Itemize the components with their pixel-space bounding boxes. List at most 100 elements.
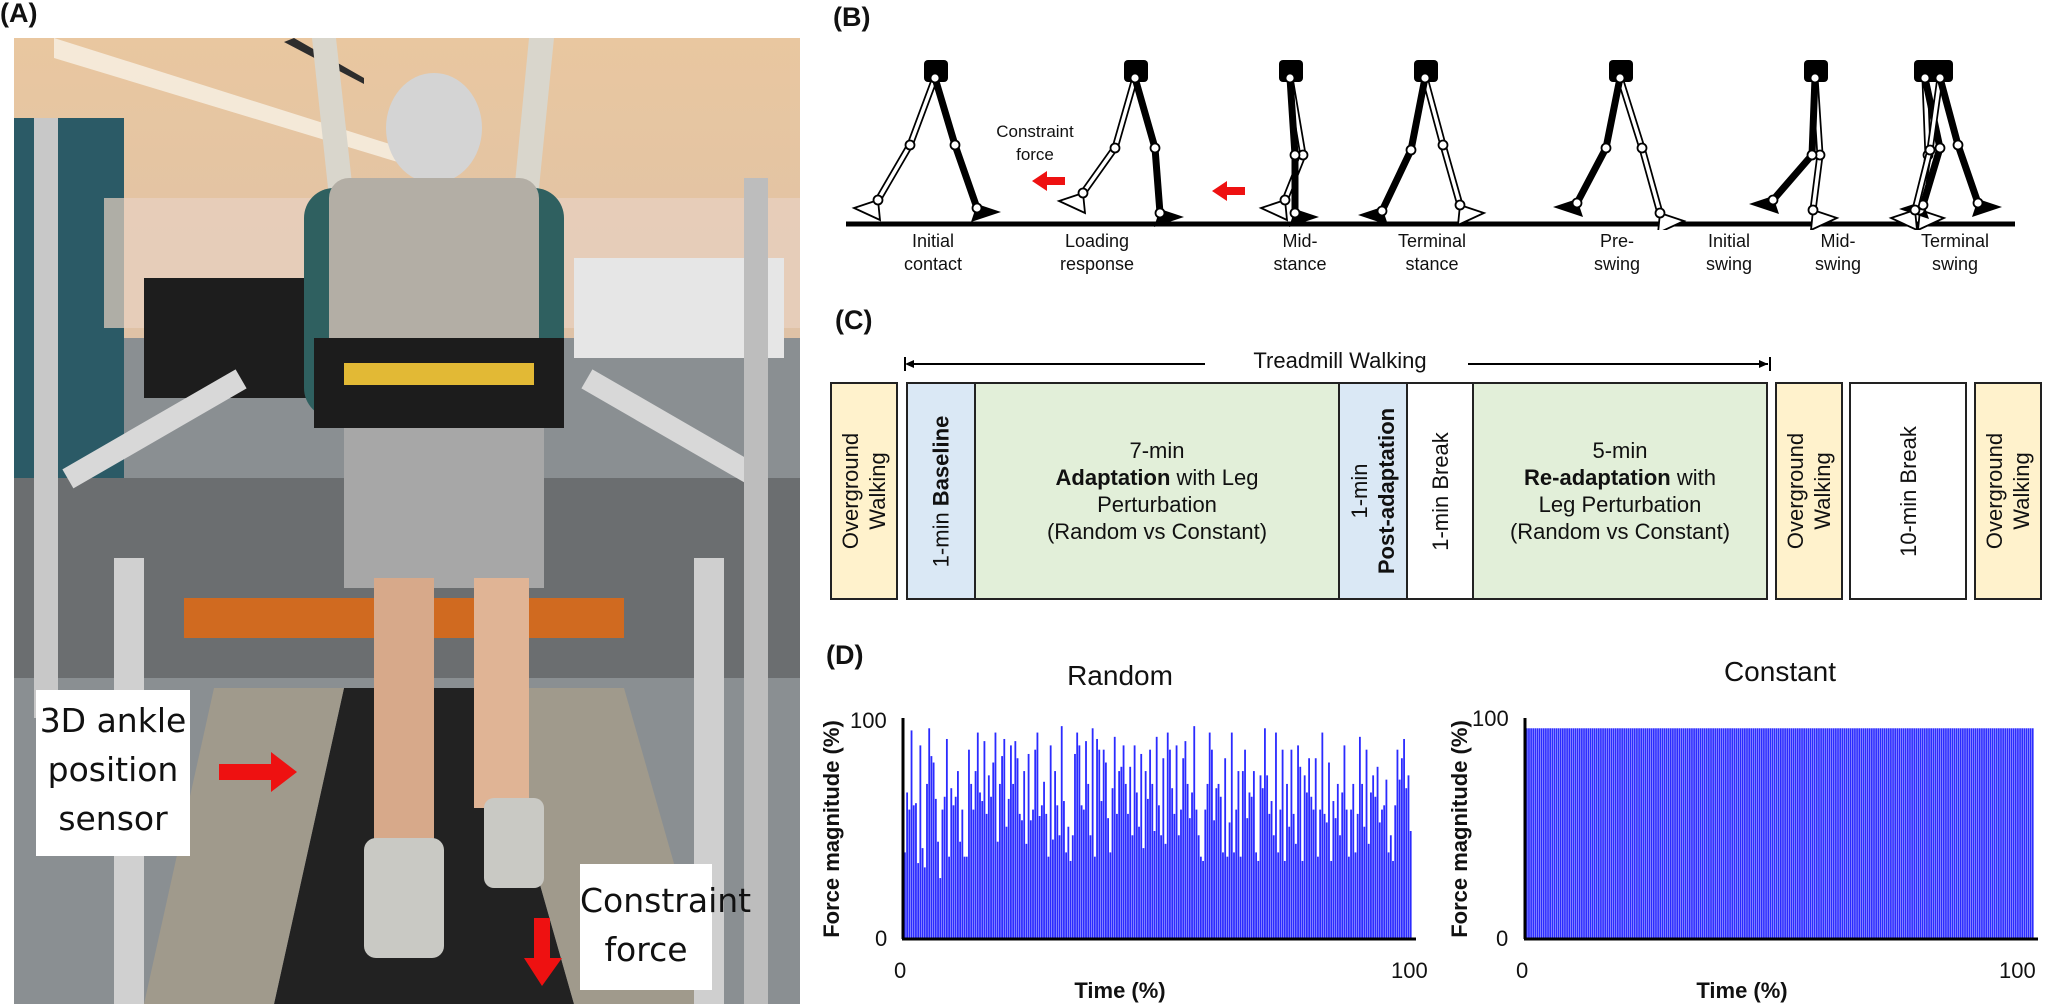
bar (1581, 728, 1583, 938)
joint-icon (1909, 204, 1921, 216)
bar (1277, 852, 1280, 938)
bar (1038, 816, 1041, 938)
bar (1818, 728, 1820, 938)
bar (1837, 728, 1839, 938)
gait-figure (851, 60, 1001, 222)
bar (1553, 728, 1556, 938)
bar (1217, 783, 1220, 938)
bar (1646, 728, 1649, 938)
panel-c-label: (C) (835, 305, 873, 335)
bar (1538, 728, 1541, 938)
bar (1303, 775, 1306, 938)
bar (1230, 732, 1233, 938)
bar (1259, 775, 1262, 938)
bar (1636, 728, 1638, 938)
bar (1739, 728, 1742, 938)
bar (981, 801, 984, 938)
bar (1089, 835, 1092, 938)
bar (1166, 732, 1169, 938)
bar (1345, 809, 1348, 938)
bar (1672, 728, 1674, 938)
bar (1625, 728, 1628, 938)
bar (1570, 728, 1573, 938)
phase-line: Initial (911, 231, 955, 251)
bar (1763, 728, 1765, 938)
bar (2004, 728, 2007, 938)
bar (1752, 728, 1755, 938)
bar (1600, 728, 1602, 938)
bar (1536, 728, 1539, 938)
bar (1241, 771, 1244, 938)
bar (1124, 783, 1127, 938)
bar (1292, 813, 1295, 938)
bar (1576, 728, 1579, 938)
bar (1712, 728, 1714, 938)
joint-icon (1284, 72, 1296, 84)
bar (1678, 728, 1681, 938)
bar (1045, 813, 1048, 938)
gait-figure (1553, 60, 1687, 230)
bar (1972, 728, 1975, 938)
gait-figure (1258, 60, 1319, 227)
foot-icon (851, 198, 882, 222)
bar (1955, 728, 1958, 938)
bar (1169, 749, 1171, 938)
bar (1082, 809, 1085, 938)
bar (1310, 796, 1313, 938)
bar (1947, 728, 1949, 938)
phase-line: Terminal (1920, 231, 1990, 251)
bar (1010, 745, 1012, 938)
bar (1526, 728, 1528, 938)
y-tick-0-constant: 0 (1496, 926, 1509, 951)
bar (1063, 801, 1065, 938)
bar (1608, 728, 1611, 938)
photo-illustration (14, 38, 800, 1004)
bar (959, 841, 962, 938)
bar (1602, 728, 1604, 938)
joint-icon (1419, 72, 1431, 84)
bar (1175, 745, 1178, 938)
bar (1093, 856, 1096, 938)
bar (1275, 732, 1277, 938)
joint-icon (1807, 204, 1819, 216)
joint-icon (1919, 72, 1931, 84)
y-tick-0-random: 0 (875, 926, 888, 951)
joint-icon (949, 139, 961, 151)
bar (1663, 728, 1666, 938)
bar (1790, 728, 1793, 938)
bar (948, 856, 950, 938)
bar (1564, 728, 1566, 938)
sensor-arrow-icon (219, 752, 297, 792)
bar (1186, 783, 1189, 938)
bar (1617, 728, 1619, 938)
bar (1805, 728, 1808, 938)
bar (1572, 728, 1575, 938)
bar (1909, 728, 1911, 938)
joint-icon (1636, 142, 1648, 154)
bar (1559, 728, 1562, 938)
bar (1887, 728, 1890, 938)
bar (1841, 728, 1844, 938)
bar (1319, 809, 1322, 938)
bar (1328, 762, 1330, 938)
bar (1864, 728, 1867, 938)
bar (1264, 728, 1266, 938)
bar (1268, 813, 1271, 938)
phase-line: Pre- (1599, 231, 1634, 251)
bar (1733, 728, 1736, 938)
phase-line: Mid- (1282, 231, 1318, 251)
bar (1257, 860, 1260, 938)
bar (1714, 728, 1717, 938)
bar (1701, 728, 1704, 938)
bar (1642, 728, 1645, 938)
bar (1686, 728, 1689, 938)
bar (1610, 728, 1613, 938)
bar (972, 809, 975, 938)
bar (934, 798, 937, 938)
bar (1034, 749, 1037, 938)
bar (1297, 745, 1299, 938)
